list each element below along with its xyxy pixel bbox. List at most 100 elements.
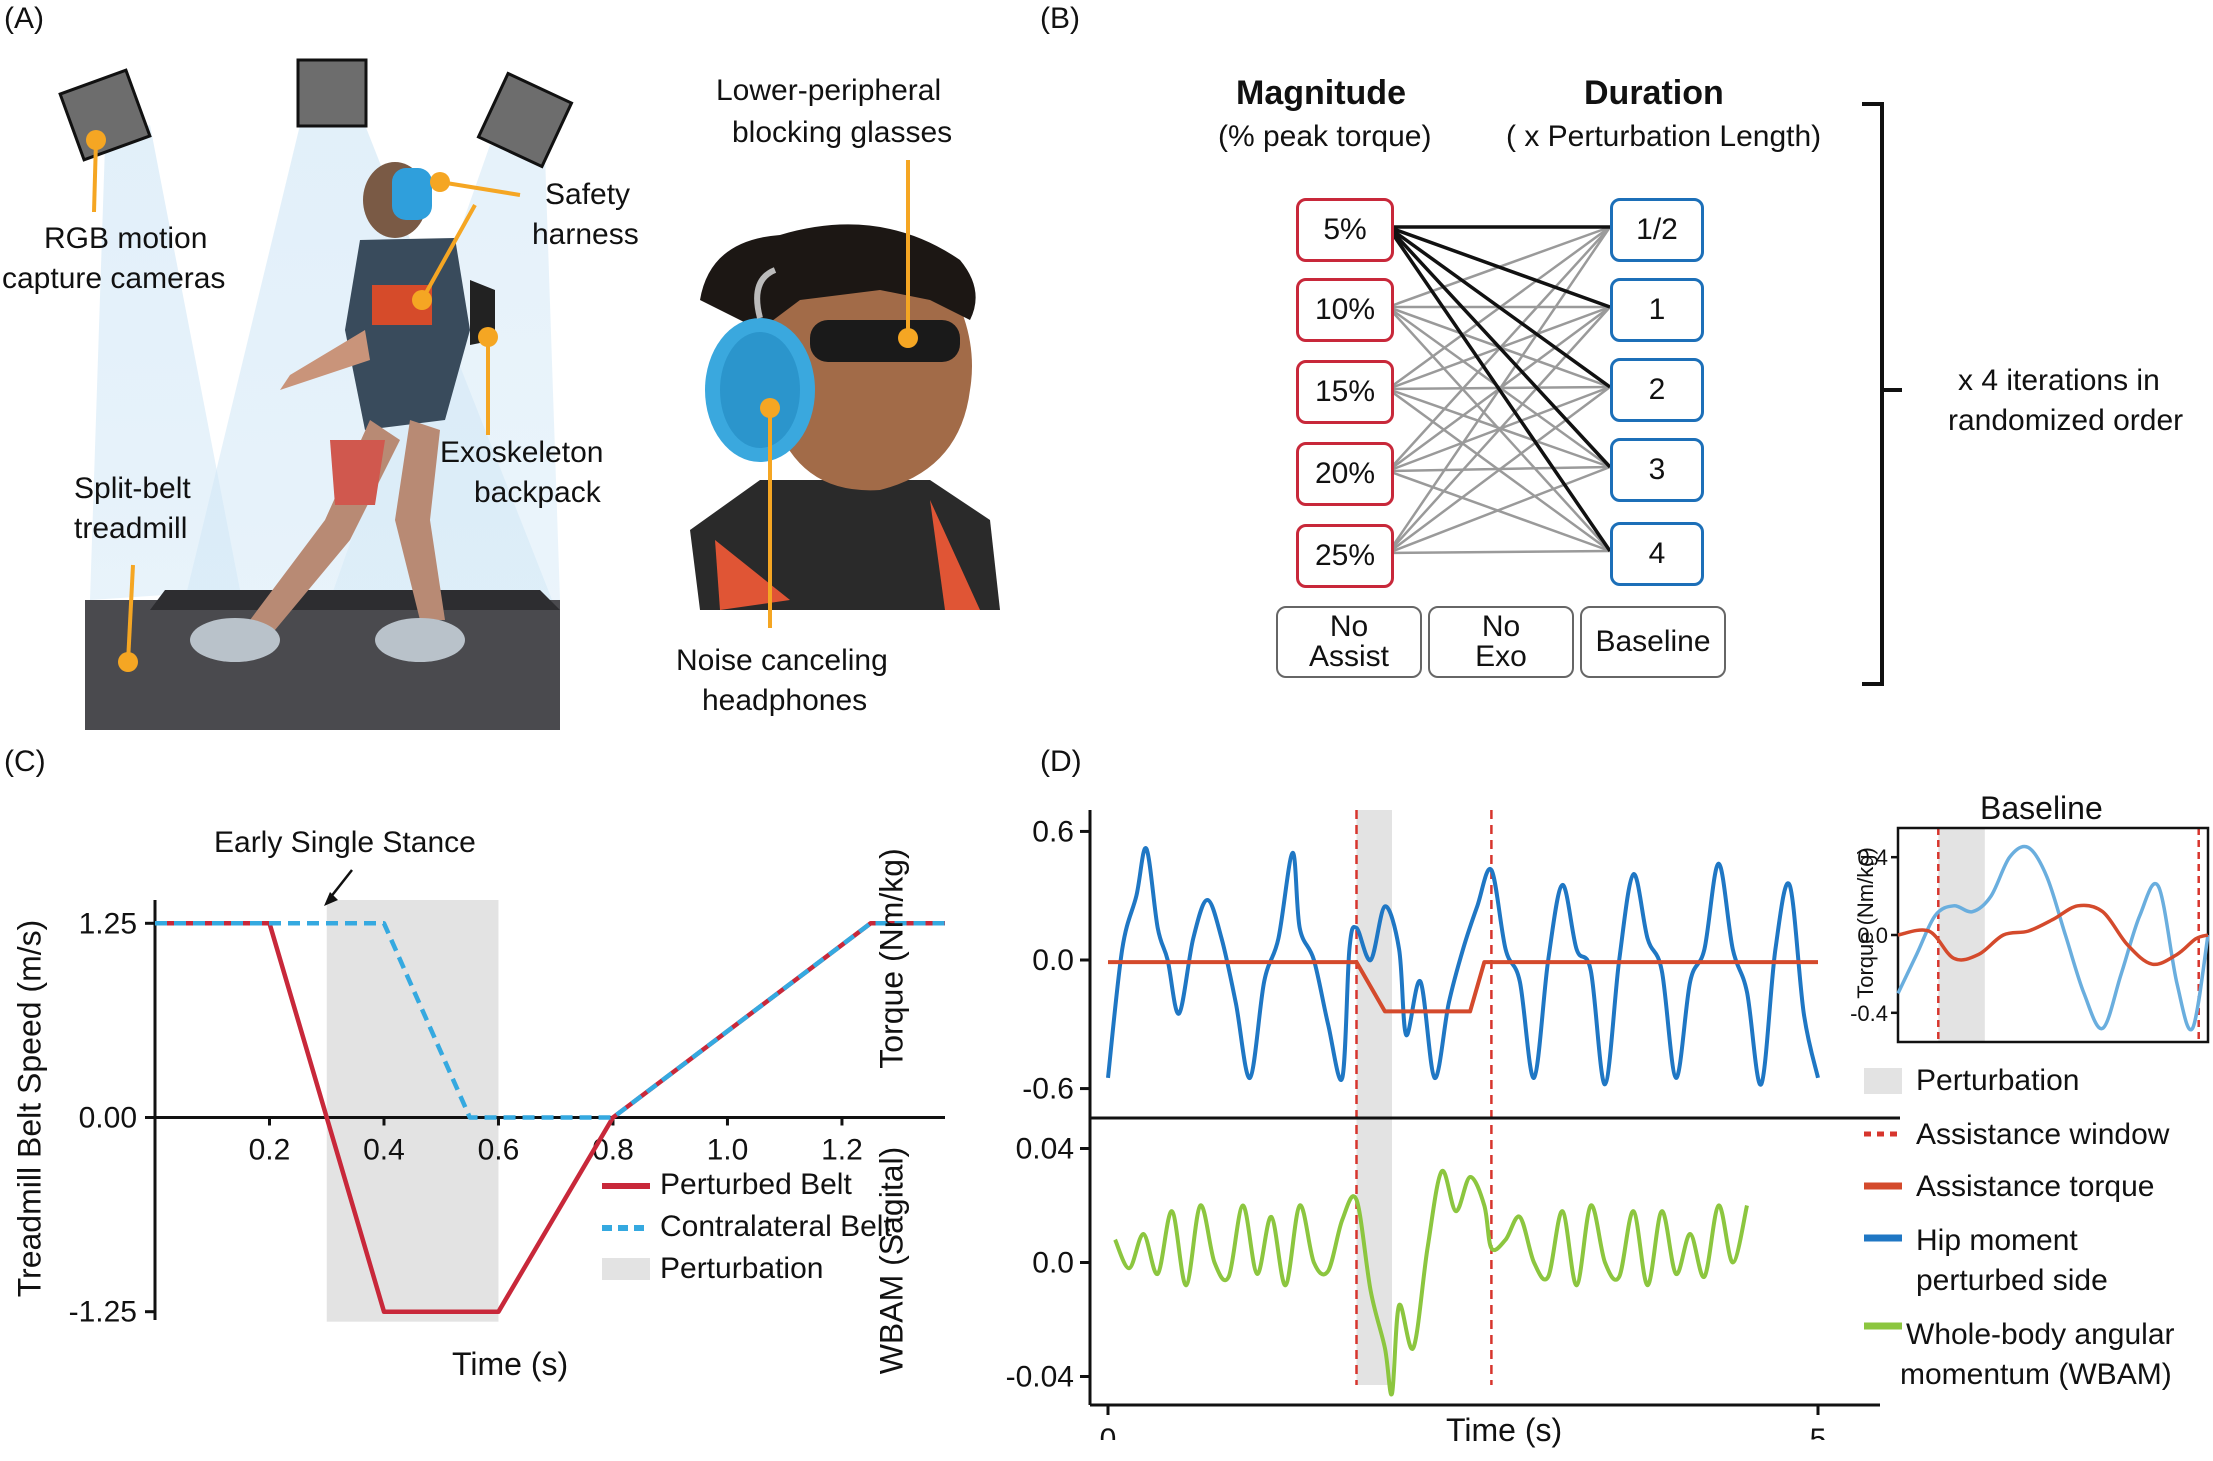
combo-line-highlight-3	[1386, 225, 1612, 469]
magnitude-box-25: 25%	[1296, 524, 1394, 588]
chart-c-xlabel: Time (s)	[452, 1346, 569, 1382]
inset-ylabel: Torque (Nm/kg)	[1853, 847, 1878, 999]
combination-lines	[1386, 225, 1612, 555]
legend-perturbation-swatch	[602, 1258, 650, 1280]
chart-c-legend-swatches	[602, 1183, 650, 1280]
assistance-torque-line	[1108, 960, 1818, 1014]
panel-label-b: (B)	[1040, 2, 1080, 35]
label-glasses-1: Lower-peripheral	[716, 74, 942, 107]
combo-line-4-1	[1387, 306, 1611, 554]
chart-c-ylabel: Treadmill Belt Speed (m/s)	[11, 919, 48, 1298]
y-tick-label-1: 0.00	[79, 1102, 137, 1135]
label-headphones-1: Noise canceling	[676, 644, 888, 677]
label-cameras-1: RGB motion	[44, 222, 208, 255]
control-no-exo-label: No Exo	[1475, 610, 1527, 673]
camera-left	[58, 68, 152, 162]
y-tick-label-0: 1.25	[79, 907, 137, 940]
combo-line-highlight-2	[1386, 225, 1612, 389]
magnitude-box-5: 5%	[1296, 198, 1394, 262]
portrait-figure	[690, 224, 1000, 610]
duration-box-3: 3	[1610, 438, 1704, 502]
chart-d-xlabel: Time (s)	[1446, 1412, 1563, 1448]
baseline-title: Baseline	[1980, 790, 2103, 826]
magnitude-box-10: 10%	[1296, 278, 1394, 342]
magnitude-box-20: 20%	[1296, 442, 1394, 506]
chart-d-wbam-ylabel: WBAM (Sagital)	[873, 1146, 910, 1375]
baseline-inset-chart: 0.4 0.0 -0.4	[1850, 826, 2210, 1044]
time-tick-label-1: 5	[1810, 1423, 1827, 1440]
wbam-tick-label-2: -0.04	[1006, 1361, 1074, 1394]
duration-box-2: 2	[1610, 358, 1704, 422]
legend-d-perturbation: Perturbation	[1916, 1064, 2080, 1097]
combo-line-highlight-1	[1387, 225, 1611, 309]
control-baseline-label: Baseline	[1595, 625, 1711, 658]
duration-box-1: 1	[1610, 278, 1704, 342]
label-harness-1: Safety	[545, 178, 631, 211]
time-tick-label-0: 0	[1100, 1423, 1117, 1440]
torque-tick-label-2: -0.6	[1022, 1073, 1074, 1106]
x-tick-label-1: 0.4	[363, 1134, 405, 1167]
iterations-label-1: x 4 iterations in	[1958, 364, 2160, 397]
label-treadmill-1: Split-belt	[74, 472, 191, 505]
combo-line-4-2	[1387, 385, 1611, 555]
duration-box-half: 1/2	[1610, 198, 1704, 262]
inset-hip-moment-line	[1896, 844, 2210, 1032]
walker-figure	[190, 162, 495, 662]
panel-label-a: (A)	[4, 2, 44, 35]
label-headphones-2: headphones	[702, 684, 868, 717]
duration-box-4: 4	[1610, 522, 1704, 586]
chart-d-legend-swatches	[1864, 1068, 1902, 1330]
x-tick-label-4: 1.0	[707, 1134, 749, 1167]
camera-center	[296, 58, 368, 128]
legend-perturbation-c: Perturbation	[660, 1252, 824, 1285]
label-backpack-1: Exoskeleton	[440, 436, 604, 469]
legend-d-wbam-2: momentum (WBAM)	[1900, 1358, 2172, 1391]
duration-subtitle: ( x Perturbation Length)	[1506, 120, 1822, 153]
annotation-arrow	[329, 869, 353, 899]
inset-tick-label-0: 0.4	[1857, 845, 1888, 870]
wbam-tick-label-0: 0.04	[1016, 1133, 1074, 1166]
control-baseline: Baseline	[1580, 606, 1726, 678]
label-glasses-2: blocking glasses	[732, 116, 953, 149]
control-no-assist: No Assist	[1276, 606, 1422, 678]
legend-d-wbam-1: Whole-body angular	[1906, 1318, 2175, 1351]
series-contralateral-belt	[155, 921, 945, 1120]
inset-assistance-line	[1897, 903, 2209, 967]
magnitude-title: Magnitude	[1236, 74, 1406, 112]
legend-d-perturbation-swatch	[1864, 1068, 1902, 1094]
legend-d-torque: Assistance torque	[1916, 1170, 2155, 1203]
annotation-early-stance: Early Single Stance	[214, 826, 476, 859]
panel-label-d: (D)	[1040, 745, 1082, 778]
camera-right	[476, 71, 574, 169]
inset-perturbation-region	[1938, 828, 1985, 1042]
panel-a-scene	[58, 58, 1000, 730]
label-treadmill-2: treadmill	[74, 512, 188, 545]
combo-line-4-3	[1387, 465, 1611, 555]
legend-d-window: Assistance window	[1916, 1118, 2170, 1151]
legend-perturbed-belt: Perturbed Belt	[660, 1168, 852, 1201]
magnitude-subtitle: (% peak torque)	[1218, 120, 1432, 153]
annotation-arrowhead	[324, 892, 338, 906]
x-tick-label-0: 0.2	[249, 1134, 291, 1167]
wbam-line	[1113, 1169, 1749, 1397]
hip-moment-line	[1106, 846, 1820, 1087]
label-cameras-2: capture cameras	[2, 262, 226, 295]
label-harness-2: harness	[532, 218, 639, 251]
iterations-brace	[1862, 102, 1902, 686]
x-tick-label-2: 0.6	[478, 1134, 520, 1167]
wbam-tick-label-1: 0.0	[1032, 1247, 1074, 1280]
label-backpack-2: backpack	[474, 476, 601, 509]
perturbation-region	[326, 900, 499, 1322]
treadmill-icon	[85, 600, 560, 730]
legend-d-hip-1: Hip moment	[1916, 1224, 2078, 1257]
inset-tick-label-1: 0.0	[1857, 923, 1888, 948]
inset-tick-label-2: -0.4	[1850, 1001, 1888, 1026]
combo-line-highlight-4	[1386, 226, 1612, 552]
y-tick-label-2: -1.25	[69, 1296, 137, 1329]
control-no-exo: No Exo	[1428, 606, 1574, 678]
magnitude-box-15: 15%	[1296, 360, 1394, 424]
duration-title: Duration	[1584, 74, 1724, 112]
panel-label-c: (C)	[4, 745, 46, 778]
